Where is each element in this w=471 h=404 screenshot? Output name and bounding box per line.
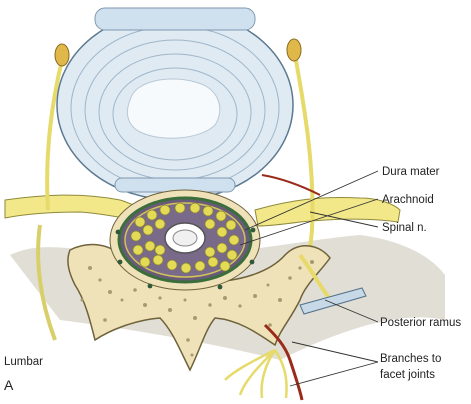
nucleus-pulposus bbox=[126, 78, 221, 139]
filum-terminale bbox=[164, 222, 206, 254]
leader-spinal-n bbox=[309, 211, 379, 228]
facet-branch-nerves bbox=[224, 348, 288, 399]
label-dura-mater: Dura mater bbox=[382, 166, 440, 178]
label-spinal-n: Spinal n. bbox=[382, 222, 427, 234]
spinal-nerve-right bbox=[254, 197, 401, 227]
radicular-artery bbox=[261, 174, 321, 196]
right-ganglion bbox=[286, 38, 302, 62]
panel-letter: A bbox=[4, 377, 14, 393]
label-branches-line2: facet joints bbox=[380, 369, 435, 381]
left-vertical-nerve bbox=[45, 59, 64, 211]
nerve-rootlets bbox=[130, 202, 240, 274]
leader-posterior-ramus bbox=[324, 299, 379, 323]
label-arachnoid: Arachnoid bbox=[382, 194, 434, 206]
disc-top-endplate bbox=[94, 7, 256, 31]
label-region: Lumbar bbox=[4, 356, 43, 368]
facet-artery bbox=[263, 323, 304, 401]
leader-branches-b bbox=[289, 361, 379, 387]
leader-branches-a bbox=[291, 341, 379, 363]
leader-dura-mater bbox=[244, 170, 379, 231]
ligament-probe bbox=[299, 287, 367, 315]
bone-texture bbox=[80, 260, 314, 357]
label-posterior-ramus: Posterior ramus bbox=[380, 317, 461, 329]
leader-arachnoid bbox=[239, 198, 379, 246]
left-ganglion bbox=[54, 43, 70, 67]
intervertebral-disc bbox=[56, 7, 294, 201]
label-branches-line1: Branches to bbox=[380, 353, 441, 365]
epidural-vessels bbox=[115, 227, 256, 290]
